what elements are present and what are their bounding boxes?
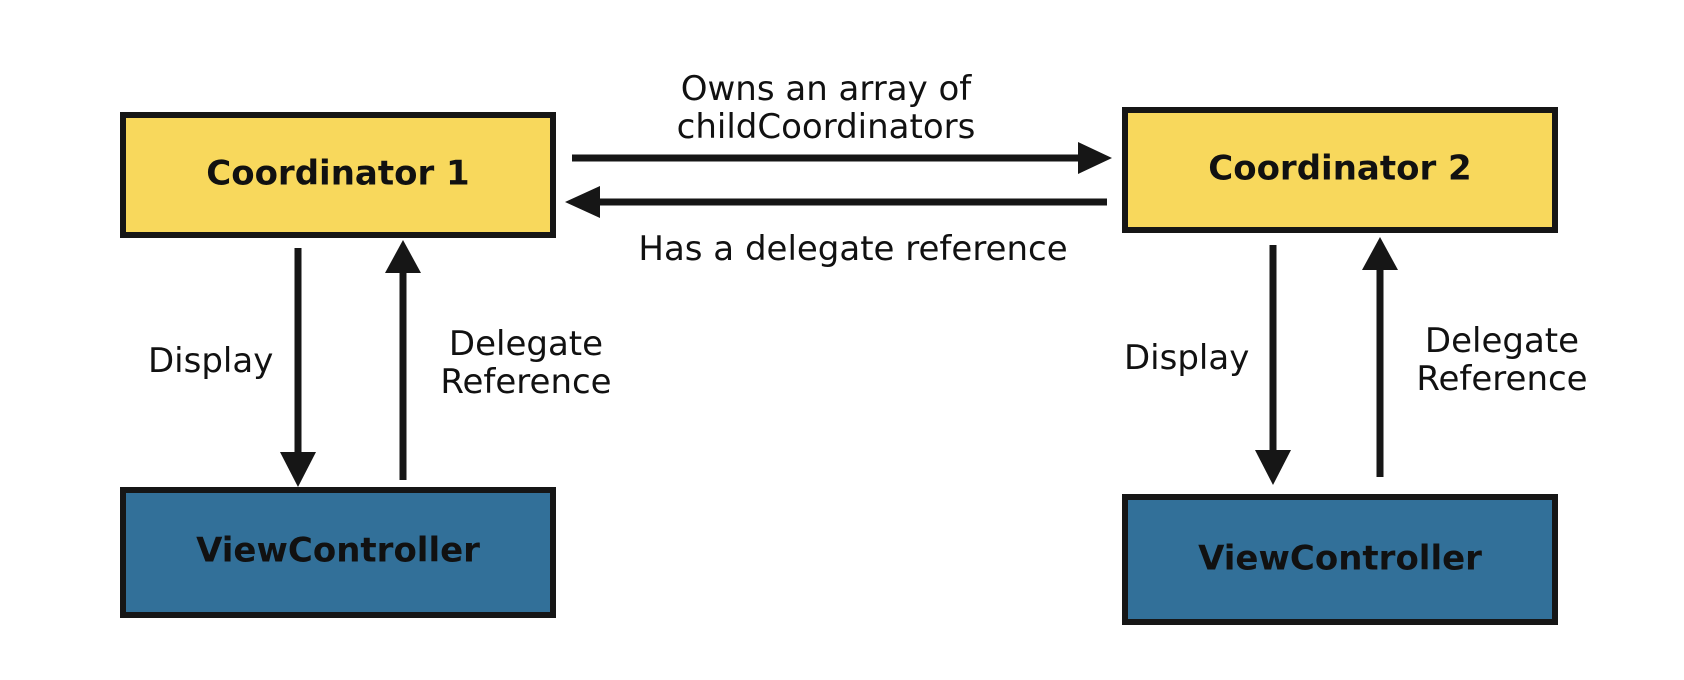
right-delegate-label-line1: Delegate xyxy=(1425,321,1579,361)
owns-arrow-head xyxy=(1078,142,1112,174)
left-delegate-label-line2: Reference xyxy=(440,362,611,402)
left-delegate-arrow-head xyxy=(385,240,421,273)
coordinator-2-box xyxy=(1122,107,1558,233)
coordinator-1-box xyxy=(120,112,556,238)
right-delegate-label-line2: Reference xyxy=(1416,359,1587,399)
owns-label-line2: childCoordinators xyxy=(677,107,976,147)
delegate-arrow-head xyxy=(565,186,600,218)
left-display-label: Display xyxy=(148,341,273,381)
right-display-label: Display xyxy=(1124,338,1249,378)
right-delegate-arrow-head xyxy=(1362,237,1398,270)
coordinator-2-label: Coordinator 2 xyxy=(1208,149,1471,189)
right-display-arrow-head xyxy=(1255,450,1291,485)
owns-label-line1: Owns an array of xyxy=(681,69,973,109)
view-controller-1-box xyxy=(120,487,556,618)
left-delegate-label-line1: Delegate xyxy=(449,324,603,364)
left-display-arrow-head xyxy=(280,452,316,487)
view-controller-1-label: ViewController xyxy=(196,531,480,571)
view-controller-2-label: ViewController xyxy=(1198,539,1482,579)
has-delegate-label: Has a delegate reference xyxy=(638,229,1067,269)
view-controller-2-box xyxy=(1122,494,1558,625)
coordinator-1-label: Coordinator 1 xyxy=(206,154,469,194)
